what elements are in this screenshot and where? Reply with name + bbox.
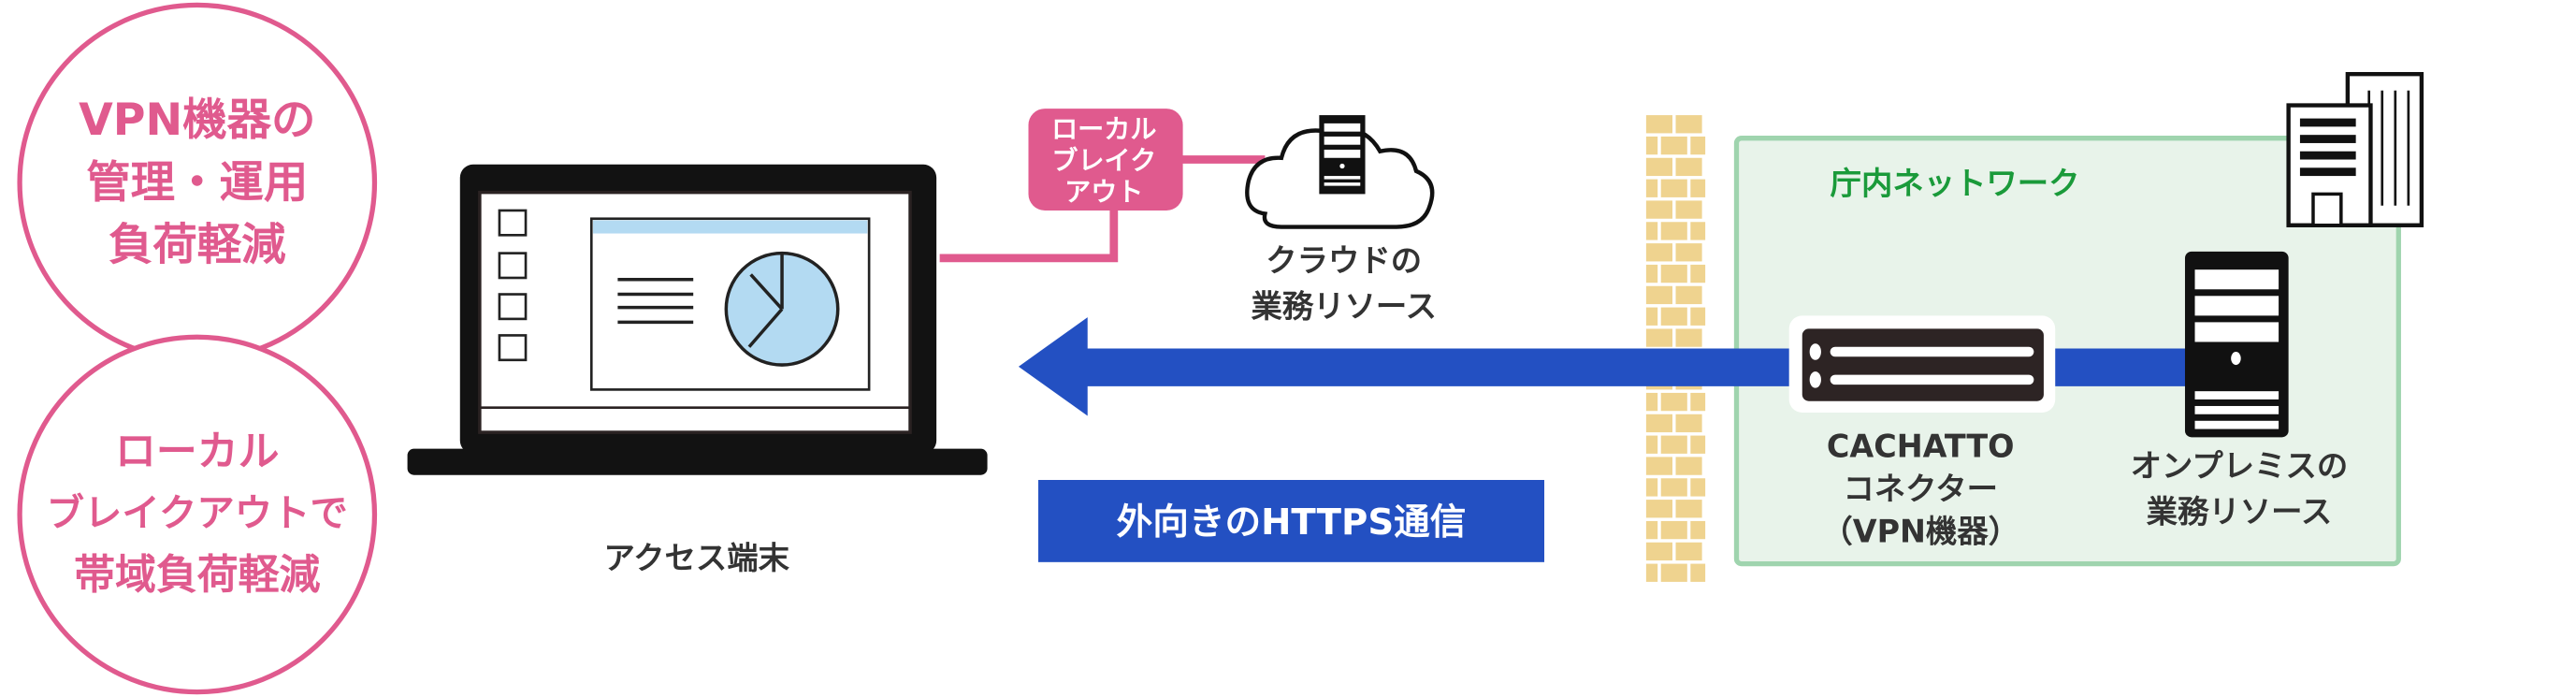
brick <box>1690 563 1706 582</box>
firewall-icon <box>1645 115 1706 584</box>
brick <box>1690 179 1706 197</box>
onprem-server-icon <box>2184 251 2289 438</box>
brick <box>1675 157 1702 177</box>
brick <box>1645 136 1658 155</box>
brick <box>1645 115 1672 134</box>
benefit-text: ブレイクアウトで <box>47 491 348 535</box>
connector-label: （VPN機器） <box>1821 514 2019 550</box>
building-icon <box>2286 71 2424 227</box>
benefit-circle-breakout: ローカル ブレイクアウトで 帯域負荷軽減 <box>17 334 378 695</box>
onprem-label: オンプレミスの <box>2131 447 2349 484</box>
brick <box>1675 328 1702 347</box>
cloud-label: 業務リソース <box>1251 288 1437 325</box>
brick <box>1675 285 1702 305</box>
brick <box>1645 563 1658 582</box>
cloud-label: クラウドの <box>1266 242 1422 279</box>
network-label: 庁内ネットワーク <box>1831 165 2080 201</box>
laptop-icon <box>407 164 988 475</box>
brick <box>1675 115 1702 134</box>
brick <box>1645 542 1672 561</box>
brick <box>1660 478 1687 497</box>
brick <box>1660 392 1687 412</box>
vpn-connector-icon <box>1788 315 2056 413</box>
brick <box>1645 392 1658 412</box>
brick <box>1675 414 1702 433</box>
benefit-text: ローカル <box>115 428 280 475</box>
brick <box>1645 285 1672 305</box>
brick <box>1645 307 1658 326</box>
local-breakout-label: ローカル ブレイク アウト <box>1028 109 1183 211</box>
brick <box>1645 414 1672 433</box>
brick <box>1645 179 1658 197</box>
brick <box>1645 457 1672 475</box>
brick <box>1690 520 1706 540</box>
brick <box>1675 200 1702 219</box>
connector-label: CACHATTO <box>1827 428 2015 464</box>
https-label-box <box>1038 480 1544 562</box>
brick <box>1645 264 1658 283</box>
benefit-text: 管理・運用 <box>86 157 308 209</box>
brick <box>1690 392 1706 412</box>
breakout-text: アウト <box>1064 176 1143 207</box>
brick <box>1660 264 1687 283</box>
benefit-text: 負荷軽減 <box>109 220 286 271</box>
brick <box>1690 264 1706 283</box>
brick <box>1645 478 1658 497</box>
https-arrow <box>1018 317 2193 416</box>
brick <box>1675 243 1702 262</box>
benefit-text: 帯域負荷軽減 <box>74 551 320 599</box>
cloud-server-icon <box>1245 115 1435 229</box>
brick <box>1645 500 1672 518</box>
benefit-text: VPN機器の <box>79 94 315 146</box>
breakout-text: ブレイク <box>1051 145 1156 176</box>
brick <box>1660 307 1687 326</box>
brick <box>1675 542 1702 561</box>
brick <box>1645 222 1658 240</box>
brick <box>1645 435 1658 454</box>
onprem-label: 業務リソース <box>2147 494 2333 530</box>
brick <box>1645 243 1672 262</box>
connector-label: コネクター <box>1843 471 1997 507</box>
brick <box>1660 179 1687 197</box>
brick <box>1660 136 1687 155</box>
brick <box>1675 457 1702 475</box>
https-label: 外向きのHTTPS通信 <box>1117 501 1467 544</box>
benefit-circle-vpn: VPN機器の 管理・運用 負荷軽減 <box>17 2 378 363</box>
brick <box>1690 136 1706 155</box>
brick <box>1690 435 1706 454</box>
brick <box>1690 478 1706 497</box>
breakout-text: ローカル <box>1051 114 1156 145</box>
brick <box>1645 200 1672 219</box>
brick <box>1690 222 1706 240</box>
brick <box>1675 500 1702 518</box>
brick <box>1690 307 1706 326</box>
brick <box>1660 520 1687 540</box>
brick <box>1645 328 1672 347</box>
brick <box>1660 563 1687 582</box>
laptop-label: アクセス端末 <box>603 540 789 576</box>
brick <box>1645 157 1672 177</box>
brick <box>1660 435 1687 454</box>
brick <box>1660 222 1687 240</box>
brick <box>1645 520 1658 540</box>
